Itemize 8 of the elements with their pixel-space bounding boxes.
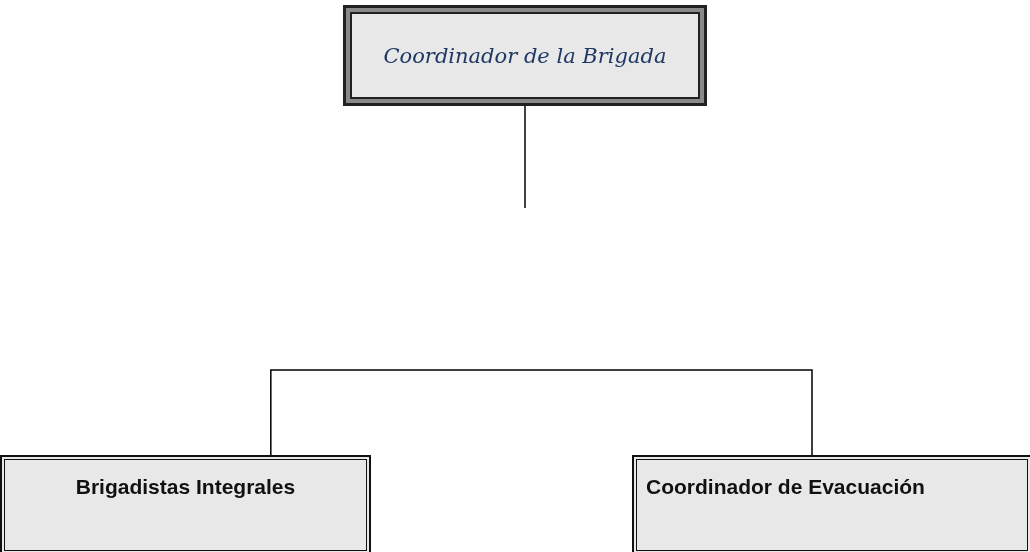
org-box bbox=[343, 5, 707, 106]
role-label: Coordinador de la Brigada bbox=[383, 43, 667, 68]
connector-line bbox=[524, 105, 526, 209]
org-box bbox=[632, 455, 1030, 552]
role-label: Brigadistas Integrales bbox=[74, 475, 297, 499]
role-label: Coordinador de Evacuación bbox=[646, 475, 925, 499]
org-box bbox=[0, 455, 371, 552]
connector-line bbox=[270, 369, 813, 456]
